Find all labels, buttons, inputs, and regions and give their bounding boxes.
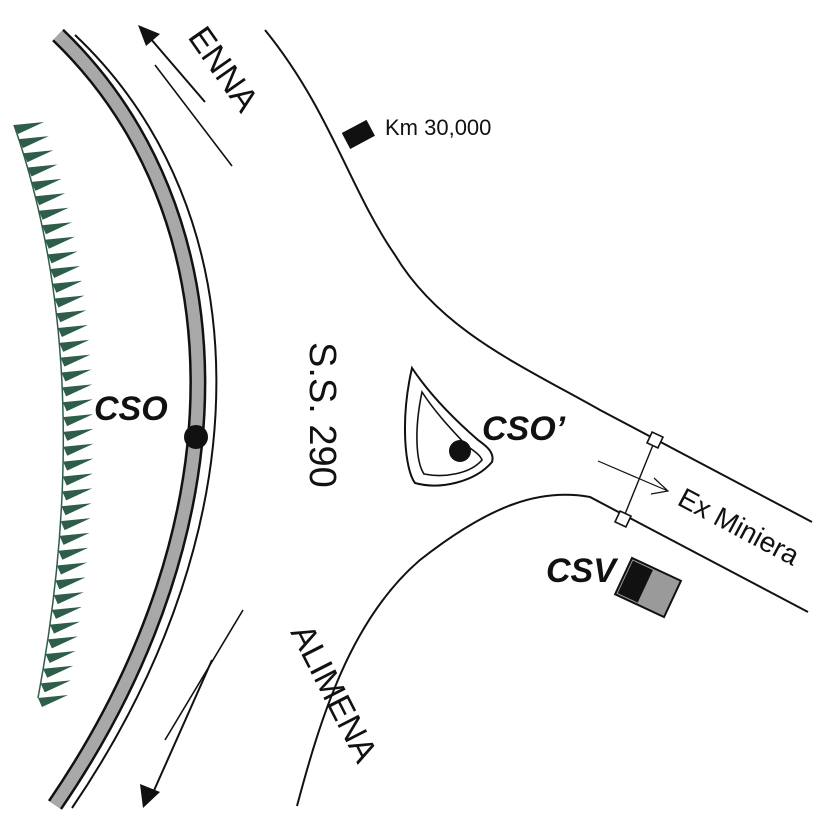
vegetation-mark [40, 680, 71, 693]
vegetation-mark [41, 222, 72, 235]
vegetation-mark [61, 503, 92, 516]
vegetation-mark [38, 695, 68, 707]
enna-guide-line [154, 64, 233, 167]
direction-label-alimena: ALIMENA [283, 618, 385, 769]
cso-prime-label: CSO’ [482, 410, 566, 448]
alimena-guide-line [164, 609, 244, 741]
vegetation-mark [63, 414, 94, 427]
vegetation-mark [62, 399, 93, 412]
vegetation-mark [59, 532, 90, 545]
csv-label: CSV [546, 552, 619, 590]
vegetation-mark [51, 606, 82, 619]
vegetation-embankment [13, 122, 94, 707]
vegetation-spine [13, 124, 65, 699]
vegetation-mark [18, 136, 49, 149]
km-marker-post [341, 119, 375, 149]
vegetation-mark [49, 621, 80, 634]
road-edge-gray-band-fill [50, 30, 204, 809]
vegetation-mark [63, 428, 94, 441]
vegetation-mark [38, 207, 69, 220]
vegetation-mark [56, 562, 87, 575]
road-edge-upper-right [264, 29, 813, 523]
vegetation-mark [31, 178, 62, 191]
arrow-up-left-icon [138, 25, 206, 103]
vegetation-mark [63, 458, 94, 471]
traffic-island-inner [416, 389, 483, 477]
section-line [622, 439, 656, 520]
vegetation-mark [47, 636, 78, 649]
road-edge-left-line [71, 34, 218, 809]
arrow-down-left-icon [140, 659, 213, 808]
vegetation-mark [35, 193, 66, 206]
km-marker-label: Km 30,000 [385, 115, 491, 140]
vegetation-mark [27, 164, 58, 177]
vegetation-mark [52, 280, 83, 293]
cso-label: CSO [94, 390, 168, 428]
vegetation-mark [45, 651, 76, 664]
vegetation-mark [50, 266, 81, 279]
vegetation-mark [63, 443, 94, 456]
vegetation-mark [57, 325, 88, 338]
vegetation-mark [62, 488, 93, 501]
road-name-label: S.S. 290 [301, 342, 343, 488]
vegetation-mark [62, 384, 93, 397]
direction-label-ex-miniera: Ex Miniera [673, 482, 805, 572]
vegetation-mark [54, 295, 85, 308]
section-marker-bottom [613, 509, 633, 529]
vegetation-mark [23, 150, 54, 163]
vegetation-mark [61, 369, 92, 382]
vegetation-mark [55, 577, 86, 590]
section-arrow-icon [597, 460, 670, 495]
vegetation-mark [60, 518, 91, 531]
cso-point [184, 425, 208, 449]
vegetation-mark [47, 251, 78, 264]
vegetation-mark [62, 473, 93, 486]
vegetation-mark [44, 236, 75, 249]
direction-label-enna: ENNA [180, 20, 265, 119]
road-edge-lower-right [296, 493, 809, 807]
vegetation-mark [60, 354, 91, 367]
cso-prime-point [449, 440, 471, 462]
vegetation-mark [14, 122, 44, 134]
csv-building [613, 556, 683, 619]
vegetation-mark [59, 339, 90, 352]
vegetation-mark [58, 547, 89, 560]
vegetation-mark [56, 310, 87, 323]
vegetation-mark [43, 665, 74, 678]
vegetation-mark [53, 592, 84, 605]
section-marker-top [645, 430, 665, 450]
